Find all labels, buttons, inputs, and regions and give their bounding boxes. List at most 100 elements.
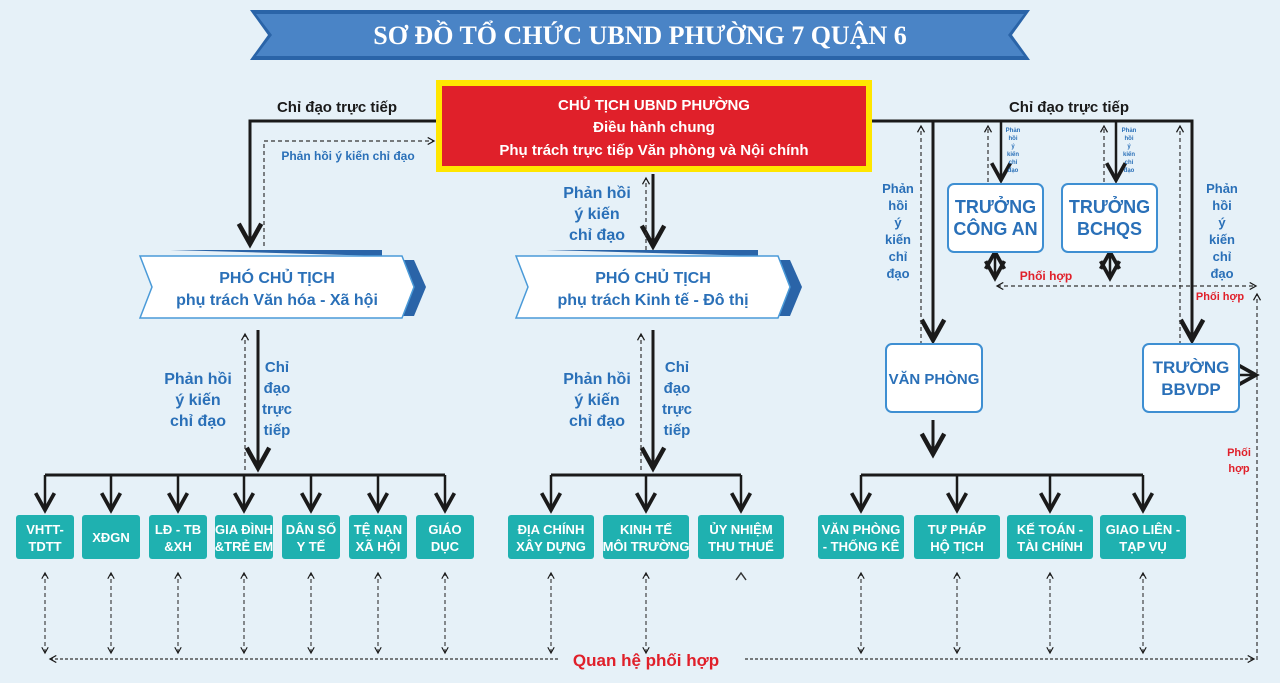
label-line: Chỉ bbox=[665, 359, 689, 376]
label-line: tiếp bbox=[264, 422, 291, 439]
label-line: đạo bbox=[1210, 266, 1233, 281]
unit-label: THU THUẾ bbox=[708, 539, 774, 554]
label-line: Phản hồi bbox=[164, 371, 232, 388]
chairman-role: Điều hành chung bbox=[593, 119, 715, 136]
unit-label: KINH TẾ bbox=[620, 522, 672, 537]
label-line: chỉ đạo bbox=[170, 413, 226, 430]
unit-label: XÂY DỰNG bbox=[516, 539, 586, 554]
label-line: hồi bbox=[1212, 198, 1232, 213]
unit-label: GIAO LIÊN - bbox=[1106, 522, 1180, 537]
vice-chair-title: PHÓ CHỦ TỊCH bbox=[595, 268, 711, 287]
label-line: ý bbox=[894, 215, 902, 230]
unit-label: GIÁO bbox=[428, 522, 461, 537]
unit-label: - THỐNG KÊ bbox=[823, 539, 900, 554]
unit-label: &XH bbox=[164, 539, 191, 554]
label-line: chỉ đạo bbox=[569, 413, 625, 430]
label-line: kiến bbox=[1007, 151, 1019, 158]
unit-box: LĐ - TB&XH bbox=[149, 515, 207, 655]
unit-label: XĐGN bbox=[92, 530, 130, 545]
label-feedback-left: Phản hồi ý kiến chỉ đạo bbox=[281, 149, 414, 163]
label-line: đạo bbox=[1008, 168, 1019, 174]
unit-label: DỤC bbox=[431, 539, 460, 554]
label-line: tiếp bbox=[664, 422, 691, 439]
unit-box: GIAO LIÊN - TẠP VỤ bbox=[1100, 515, 1186, 655]
label-line: Phản bbox=[882, 181, 914, 196]
label-line: hồi bbox=[1125, 136, 1134, 142]
label-line: ý bbox=[1127, 144, 1131, 150]
unit-label: VĂN PHÒNG bbox=[822, 522, 901, 537]
label-feedback-right-security: Phản hồi ý kiến chỉ đạo bbox=[1206, 181, 1238, 281]
unit-label: TÀI CHÍNH bbox=[1017, 539, 1083, 554]
label-line: chỉ bbox=[1213, 249, 1232, 264]
head-label: TRƯỞNG bbox=[955, 196, 1036, 217]
label-direct-left: Chỉ đạo trực tiếp bbox=[277, 99, 397, 116]
label-line: đạo bbox=[886, 266, 909, 281]
label-line: Phản bbox=[1206, 181, 1238, 196]
unit-label: VHTT- bbox=[26, 522, 64, 537]
label-line: kiến bbox=[1123, 151, 1135, 158]
unit-label: TẠP VỤ bbox=[1119, 539, 1166, 554]
label-line: Phản bbox=[1122, 128, 1137, 134]
unit-box: KINH TẾ MÔI TRƯỜNG bbox=[603, 515, 690, 655]
unit-box: DÂN SỐY TẾ bbox=[282, 515, 340, 655]
vice-chair-title: PHÓ CHỦ TỊCH bbox=[219, 268, 335, 287]
label-line: chỉ bbox=[889, 249, 908, 264]
label-line: kiến bbox=[1209, 232, 1235, 247]
unit-label: TƯ PHÁP bbox=[928, 522, 987, 537]
chairman-box: CHỦ TỊCH UBND PHƯỜNG Điều hành chung Phụ… bbox=[436, 80, 872, 172]
connector-left: Chỉ đạo trực tiếp Phản hồi ý kiến chỉ đạ… bbox=[250, 99, 436, 246]
label-line: ý bbox=[1218, 215, 1226, 230]
unit-box: TƯ PHÁP HỘ TỊCH bbox=[914, 515, 1000, 655]
unit-label: ỦY NHIỆM bbox=[709, 522, 772, 537]
head-label: TRƯỞNG bbox=[1069, 196, 1150, 217]
label-line: ý kiến bbox=[574, 392, 619, 409]
label-line: ý kiến bbox=[175, 392, 220, 409]
head-label: TRƯỜNG bbox=[1153, 358, 1230, 377]
label-line: hồi bbox=[888, 198, 908, 213]
unit-label: HỘ TỊCH bbox=[930, 539, 983, 554]
bottom-relation: Quan hệ phối hợp bbox=[48, 651, 1256, 670]
label-line: kiến bbox=[885, 232, 911, 247]
unit-box: VHTT-TDTT bbox=[16, 515, 74, 655]
title-banner: SƠ ĐỒ TỔ CHỨC UBND PHƯỜNG 7 QUẬN 6 bbox=[250, 10, 1030, 60]
label-line: trực bbox=[262, 401, 292, 418]
label-line: hợp bbox=[1228, 463, 1250, 475]
unit-box: XĐGN bbox=[82, 515, 140, 655]
label-feedback-economy: Phản hồi ý kiến chỉ đạo bbox=[563, 371, 631, 430]
unit-label: GIA ĐÌNH bbox=[215, 522, 273, 537]
label-line: chỉ đạo bbox=[569, 227, 625, 244]
label-line: Phản hồi bbox=[563, 185, 631, 202]
label-direct-right: Chỉ đạo trực tiếp bbox=[1009, 99, 1129, 116]
unit-label: MÔI TRƯỜNG bbox=[603, 539, 690, 554]
label-line: chỉ bbox=[1125, 160, 1134, 166]
head-label: BCHQS bbox=[1077, 219, 1142, 239]
chairman-title: CHỦ TỊCH UBND PHƯỜNG bbox=[558, 96, 750, 114]
page-title: SƠ ĐỒ TỔ CHỨC UBND PHƯỜNG 7 QUẬN 6 bbox=[373, 21, 907, 50]
label-line: hồi bbox=[1009, 136, 1018, 142]
head-label: BBVDP bbox=[1161, 380, 1221, 399]
label-feedback-culture: Phản hồi ý kiến chỉ đạo bbox=[164, 371, 232, 430]
label-line: Phản hồi bbox=[563, 371, 631, 388]
label-line: chỉ bbox=[1009, 160, 1018, 166]
label-line: ý bbox=[1011, 144, 1015, 150]
label-line: Phản bbox=[1006, 128, 1021, 134]
head-label: CÔNG AN bbox=[953, 218, 1037, 239]
unit-label: Y TẾ bbox=[297, 539, 326, 554]
label-line: đạo bbox=[664, 380, 691, 397]
